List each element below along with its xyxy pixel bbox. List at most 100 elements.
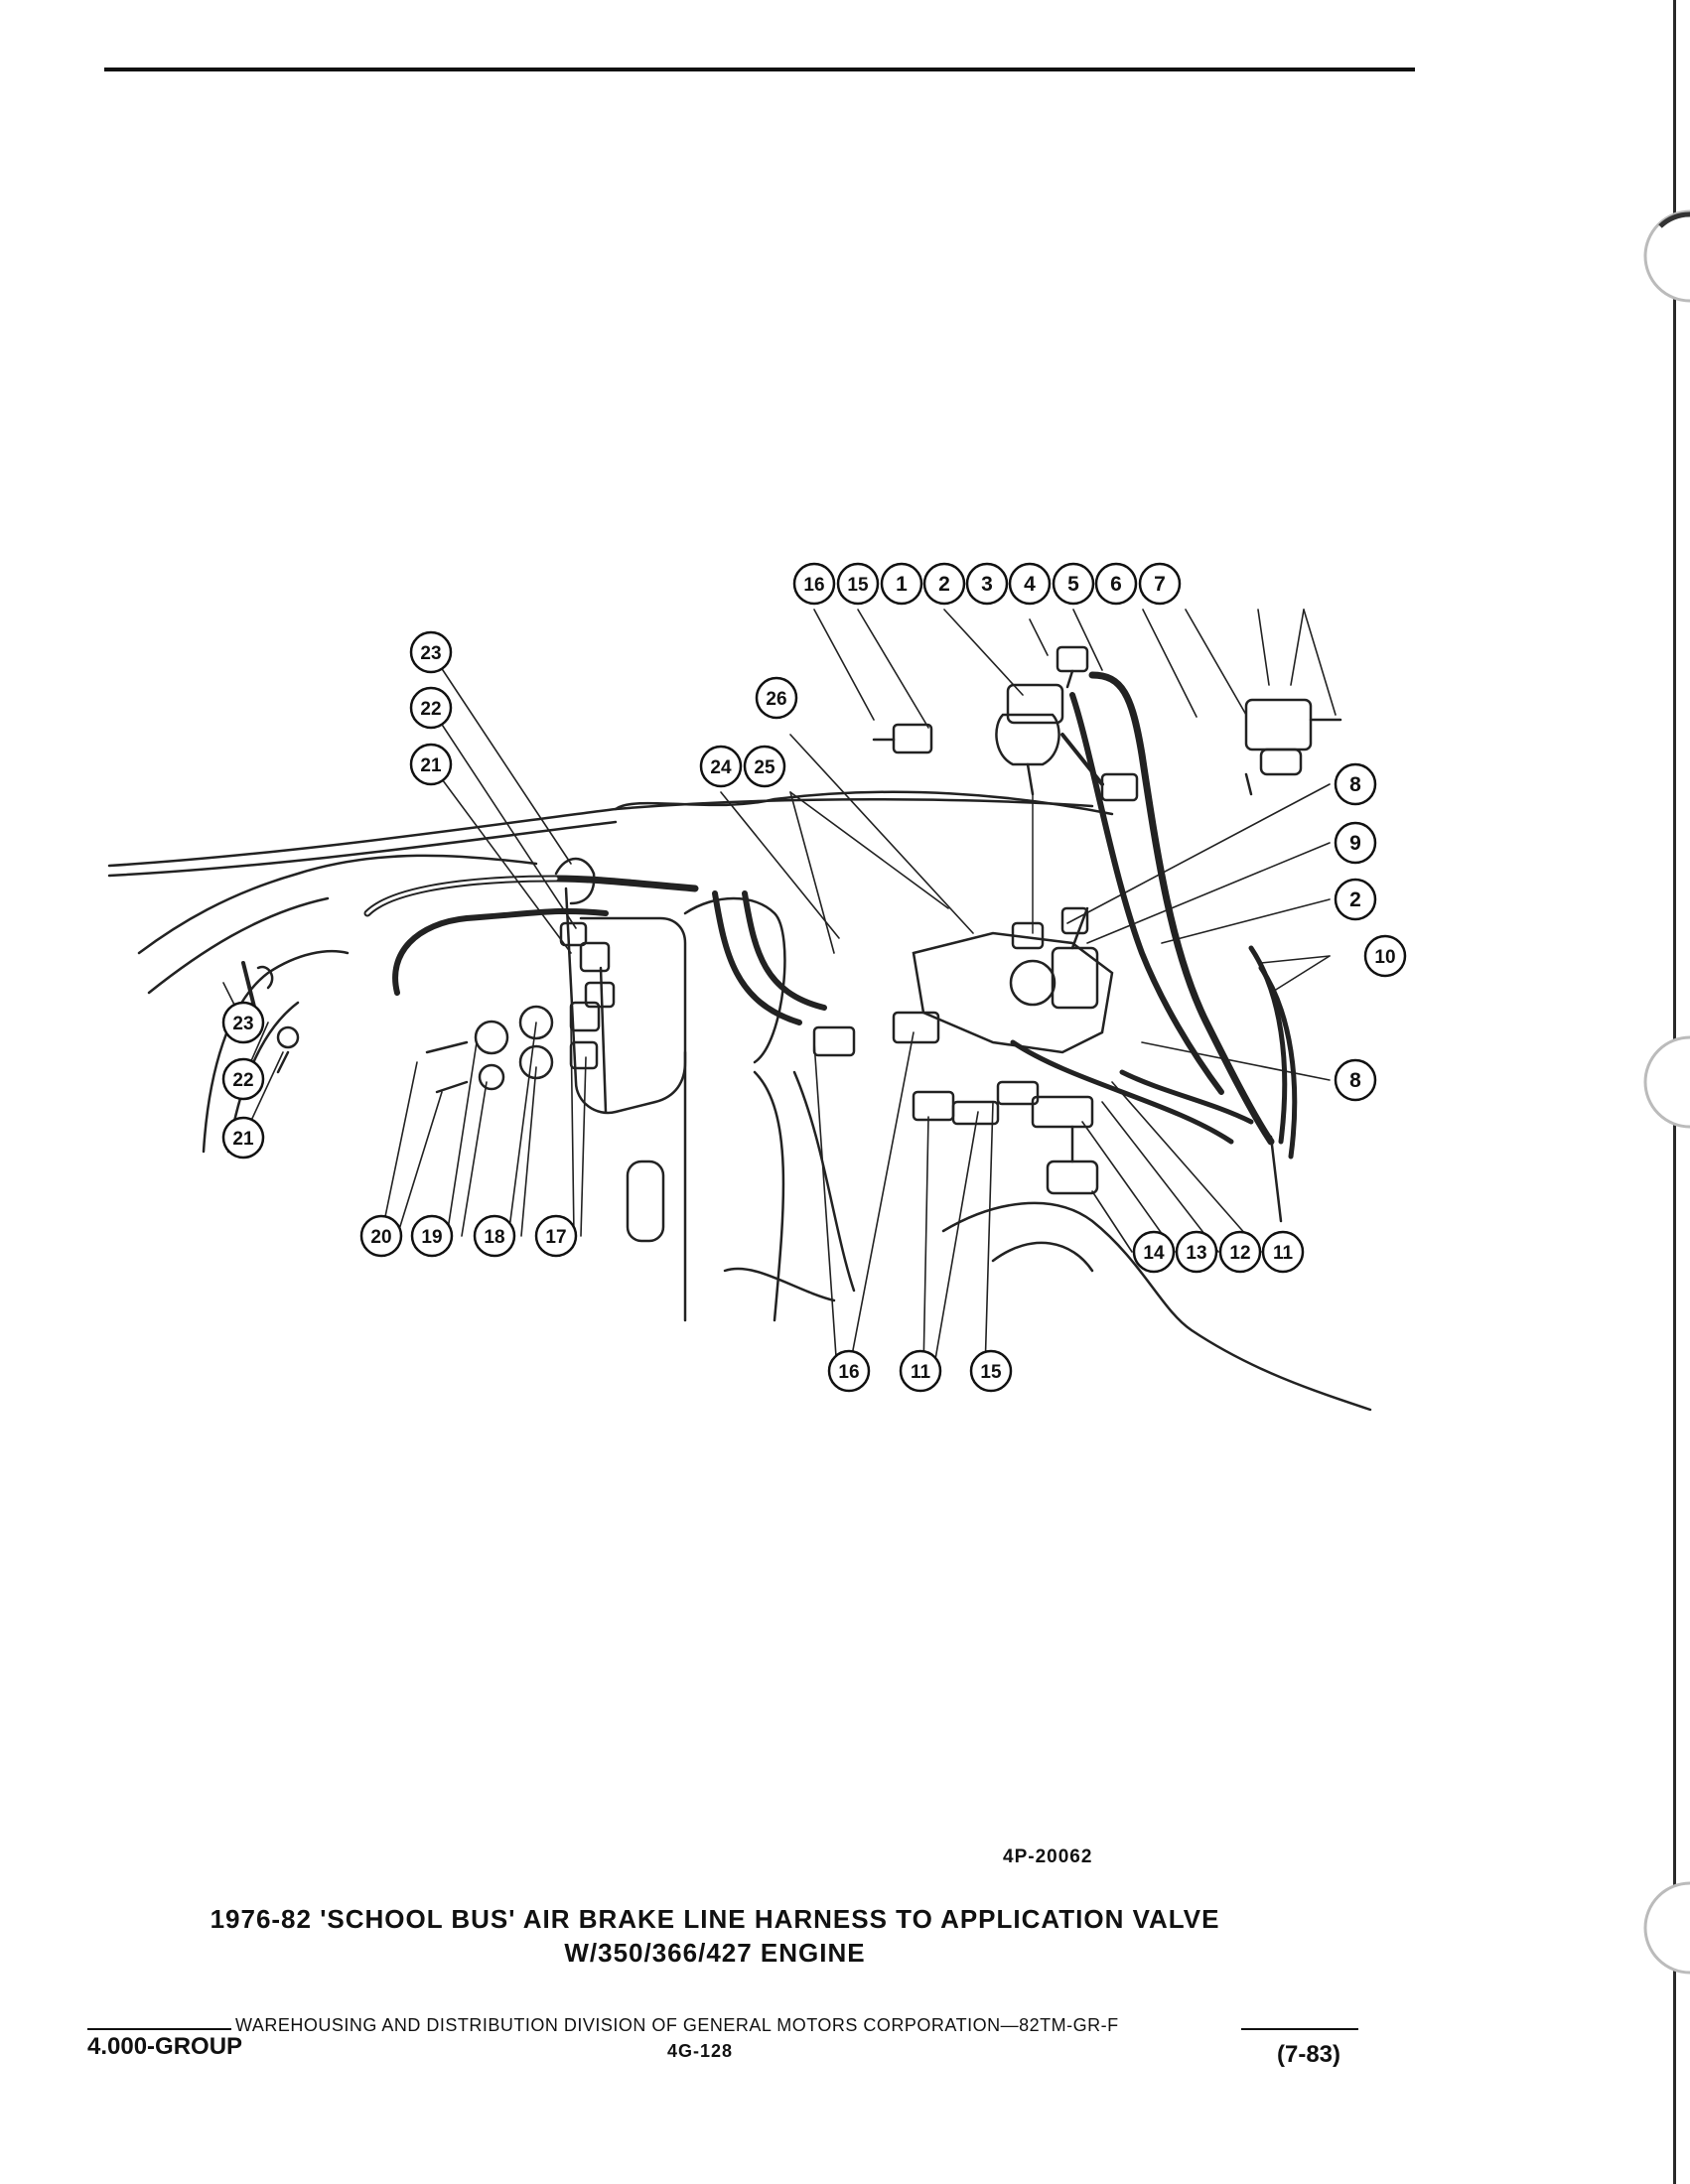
callout-21: 21 (409, 743, 453, 786)
callout-label: 17 (545, 1227, 566, 1248)
callout-16: 16 (827, 1349, 871, 1393)
callout-circle (836, 562, 880, 606)
callout-10: 10 (1363, 934, 1407, 978)
callout-label: 21 (232, 1129, 254, 1150)
footer-rule-right (1241, 2028, 1358, 2030)
callout-7: 7 (1138, 562, 1182, 606)
callout-label: 15 (980, 1362, 1002, 1383)
callout-label: 12 (1229, 1243, 1250, 1264)
callout-15: 15 (969, 1349, 1013, 1393)
callout-circle (1138, 562, 1182, 606)
callout-label: 7 (1154, 573, 1166, 596)
callout-9: 9 (1334, 821, 1377, 865)
callout-label: 4 (1024, 573, 1036, 596)
callout-label: 2 (1349, 888, 1361, 911)
callout-3: 3 (965, 562, 1009, 606)
callout-24: 24 (699, 745, 743, 788)
callout-6: 6 (1094, 562, 1138, 606)
callout-label: 9 (1349, 832, 1361, 855)
callout-8: 8 (1334, 1058, 1377, 1102)
callout-label: 23 (420, 643, 441, 664)
callout-circle (221, 1001, 265, 1044)
callout-14: 14 (1132, 1230, 1176, 1274)
callout-circle (534, 1214, 578, 1258)
callout-circle (899, 1349, 942, 1393)
callout-circle (1175, 1230, 1218, 1274)
diagram-linework (107, 609, 1372, 1412)
callout-label: 19 (421, 1227, 442, 1248)
callout-18: 18 (473, 1214, 516, 1258)
footer-group: 4.000-GROUP (87, 2033, 243, 2060)
callout-circle (410, 1214, 454, 1258)
callout-label: 26 (766, 689, 786, 710)
caption-line-1: 1976-82 'SCHOOL BUS' AIR BRAKE LINE HARN… (210, 1904, 1220, 1934)
callout-circle (1334, 878, 1377, 921)
callout-label: 22 (232, 1070, 253, 1091)
footer-page-number: 4G-128 (667, 2041, 734, 2061)
callout-5: 5 (1052, 562, 1095, 606)
callout-label: 18 (484, 1227, 504, 1248)
caption-line-2: W/350/366/427 ENGINE (564, 1938, 866, 1968)
callout-11: 11 (899, 1349, 942, 1393)
callout-circle (1334, 821, 1377, 865)
callout-label: 23 (232, 1014, 253, 1034)
punch-hole-top (1643, 209, 1690, 303)
callout-23: 23 (221, 1001, 265, 1044)
callout-circle (221, 1116, 265, 1160)
callout-label: 14 (1143, 1243, 1165, 1264)
callout-label: 24 (710, 757, 732, 778)
callout-circle (1261, 1230, 1305, 1274)
callout-20: 20 (359, 1214, 403, 1258)
callout-circle (969, 1349, 1013, 1393)
callout-circle (743, 745, 786, 788)
callout-label: 11 (911, 1362, 931, 1383)
callout-label: 10 (1374, 947, 1395, 968)
callout-circle (473, 1214, 516, 1258)
callout-2: 2 (1334, 878, 1377, 921)
callout-circle (880, 562, 923, 606)
callout-circle (1218, 1230, 1262, 1274)
callout-26: 26 (755, 676, 798, 720)
callout-label: 8 (1349, 773, 1361, 796)
callout-circle (792, 562, 836, 606)
callout-circle (922, 562, 966, 606)
figure-reference: 4P-20062 (1003, 1846, 1093, 1867)
callout-circle (1052, 562, 1095, 606)
callout-circle (1334, 1058, 1377, 1102)
callout-25: 25 (743, 745, 786, 788)
footer-date: (7-83) (1277, 2041, 1341, 2068)
callout-label: 16 (803, 575, 824, 596)
callout-17: 17 (534, 1214, 578, 1258)
callout-label: 6 (1110, 573, 1122, 596)
callout-8: 8 (1334, 762, 1377, 806)
callout-16: 16 (792, 562, 836, 606)
callout-21: 21 (221, 1116, 265, 1160)
callout-19: 19 (410, 1214, 454, 1258)
callout-label: 8 (1349, 1069, 1361, 1092)
callout-12: 12 (1218, 1230, 1262, 1274)
callout-label: 11 (1273, 1243, 1294, 1264)
callout-11: 11 (1261, 1230, 1305, 1274)
callout-label: 3 (981, 573, 993, 596)
callout-circle (359, 1214, 403, 1258)
callout-2: 2 (922, 562, 966, 606)
callout-circle (699, 745, 743, 788)
callout-13: 13 (1175, 1230, 1218, 1274)
callout-label: 20 (370, 1227, 391, 1248)
callout-label: 1 (896, 573, 908, 596)
callout-circle (221, 1057, 265, 1101)
callout-4: 4 (1008, 562, 1052, 606)
callout-circle (1094, 562, 1138, 606)
callout-label: 21 (420, 755, 442, 776)
callout-circle (409, 743, 453, 786)
top-rule (104, 68, 1415, 71)
callout-label: 16 (838, 1362, 859, 1383)
callout-label: 15 (847, 575, 869, 596)
callout-label: 2 (938, 573, 950, 596)
footer-publisher: WAREHOUSING AND DISTRIBUTION DIVISION OF… (235, 2015, 1119, 2035)
callout-circle (1334, 762, 1377, 806)
callout-circle (409, 686, 453, 730)
callout-22: 22 (221, 1057, 265, 1101)
callout-label: 22 (420, 699, 441, 720)
